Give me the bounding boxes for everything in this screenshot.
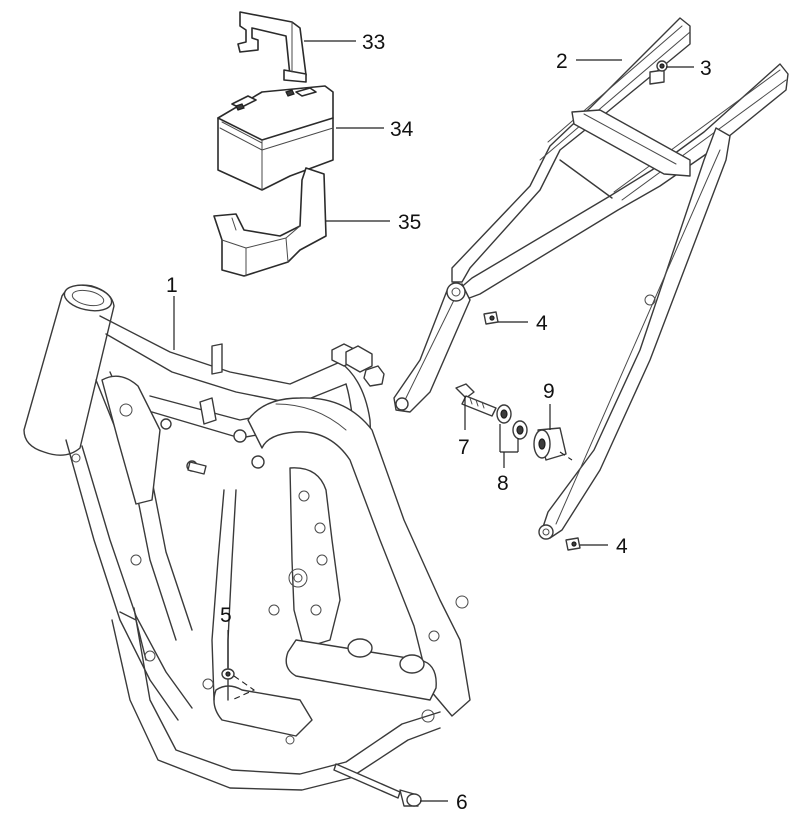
main-frame-part bbox=[23, 284, 471, 791]
callout-5: 5 bbox=[220, 604, 232, 627]
callout-8: 8 bbox=[497, 472, 509, 495]
callout-labels: 33 34 35 2 3 1 4 9 7 8 4 5 6 bbox=[166, 31, 712, 814]
rear-subframe-part bbox=[393, 17, 789, 540]
callout-34: 34 bbox=[390, 118, 414, 141]
callout-3: 3 bbox=[700, 57, 712, 80]
bolt-4-lower-part bbox=[565, 537, 581, 551]
spacer-8-part bbox=[496, 404, 528, 440]
bolt-3-part bbox=[656, 60, 668, 72]
leader-8 bbox=[499, 424, 519, 468]
callout-35: 35 bbox=[398, 211, 421, 234]
dashed-line-9 bbox=[559, 451, 573, 461]
dashed-line-5 bbox=[231, 675, 256, 701]
callout-2: 2 bbox=[556, 50, 568, 73]
bushing-9-part bbox=[533, 427, 567, 461]
battery-strap-part bbox=[237, 11, 307, 83]
callout-33: 33 bbox=[362, 31, 385, 54]
callout-7: 7 bbox=[458, 436, 470, 459]
battery-part bbox=[217, 85, 334, 191]
bolt-5-part bbox=[221, 668, 235, 680]
callout-6: 6 bbox=[456, 791, 468, 814]
callout-1: 1 bbox=[166, 274, 178, 297]
callout-9: 9 bbox=[543, 380, 555, 403]
bolt-4-upper-part bbox=[483, 311, 499, 325]
callout-4-upper: 4 bbox=[536, 312, 548, 335]
battery-tray-part bbox=[213, 167, 327, 277]
bolt-7-part bbox=[455, 383, 497, 417]
leader-lines bbox=[173, 40, 694, 802]
callout-4-lower: 4 bbox=[616, 535, 628, 558]
bolt-6-part bbox=[333, 763, 422, 807]
